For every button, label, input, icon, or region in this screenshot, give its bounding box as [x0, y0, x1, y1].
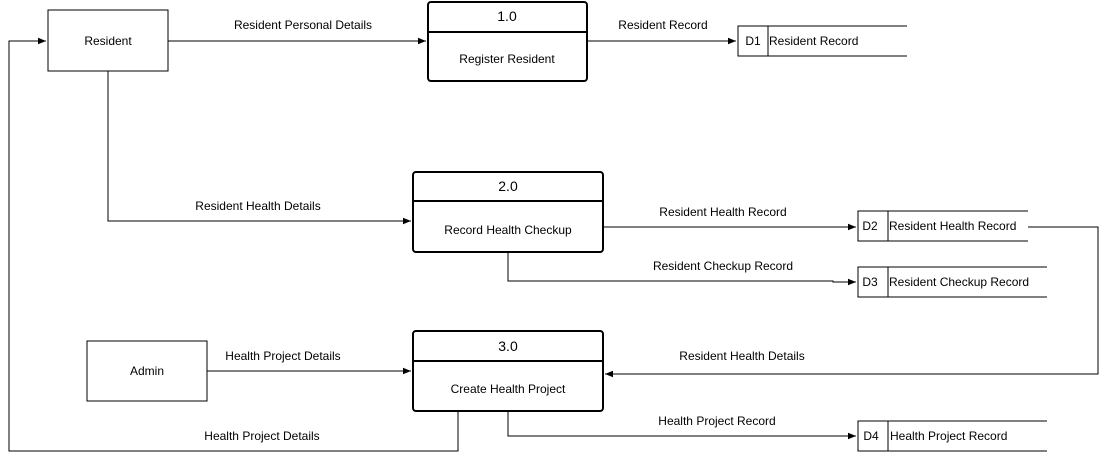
flow-health-project-record-label: Health Project Record — [658, 414, 775, 428]
entity-admin[interactable]: Admin — [86, 340, 208, 402]
process-2-number: 2.0 — [498, 178, 518, 194]
flow-resident-health-details-back-label: Resident Health Details — [679, 349, 804, 363]
flow-resident-checkup-record-arrow — [507, 252, 856, 286]
flow-resident-health-details-label: Resident Health Details — [195, 199, 320, 213]
store-d4[interactable]: D4 Health Project Record — [857, 420, 1047, 452]
store-d3[interactable]: D3 Resident Checkup Record — [857, 266, 1047, 298]
flow-resident-checkup-record-label: Resident Checkup Record — [653, 259, 793, 273]
store-d4-id: D4 — [863, 429, 879, 443]
store-d3-id: D3 — [862, 275, 878, 289]
store-d2-name: Resident Health Record — [889, 219, 1016, 233]
entity-admin-label: Admin — [130, 364, 164, 378]
store-d3-name: Resident Checkup Record — [889, 275, 1029, 289]
flow-resident-health-record-label: Resident Health Record — [659, 205, 786, 219]
process-register-resident[interactable]: 1.0 Register Resident — [427, 1, 588, 82]
flow-resident-health-details-arrow — [107, 71, 411, 225]
flow-resident-record-label: Resident Record — [618, 18, 707, 32]
flow-health-project-record-arrow — [507, 411, 856, 440]
store-d2[interactable]: D2 Resident Health Record — [857, 210, 1028, 242]
store-d1-name: Resident Record — [769, 34, 858, 48]
process-create-health-project[interactable]: 3.0 Create Health Project — [412, 330, 604, 412]
process-3-name: Create Health Project — [451, 382, 566, 396]
store-d4-name: Health Project Record — [890, 429, 1007, 443]
store-d1-id: D1 — [745, 34, 761, 48]
process-2-name: Record Health Checkup — [444, 223, 572, 237]
process-1-name: Register Resident — [459, 52, 555, 66]
flow-resident-health-details-back-arrow — [605, 226, 1099, 378]
entity-resident-label: Resident — [84, 34, 132, 48]
store-d2-id: D2 — [862, 219, 878, 233]
flow-health-project-details-out-arrow — [8, 37, 459, 452]
process-3-number: 3.0 — [498, 338, 518, 354]
flow-resident-personal-details-label: Resident Personal Details — [234, 18, 372, 32]
process-1-number: 1.0 — [497, 8, 517, 24]
process-record-health-checkup[interactable]: 2.0 Record Health Checkup — [412, 171, 604, 253]
flow-health-project-details-out-label: Health Project Details — [204, 429, 319, 443]
store-d1[interactable]: D1 Resident Record — [737, 25, 907, 57]
entity-resident[interactable]: Resident — [47, 9, 169, 72]
flow-health-project-details-in-label: Health Project Details — [225, 349, 340, 363]
